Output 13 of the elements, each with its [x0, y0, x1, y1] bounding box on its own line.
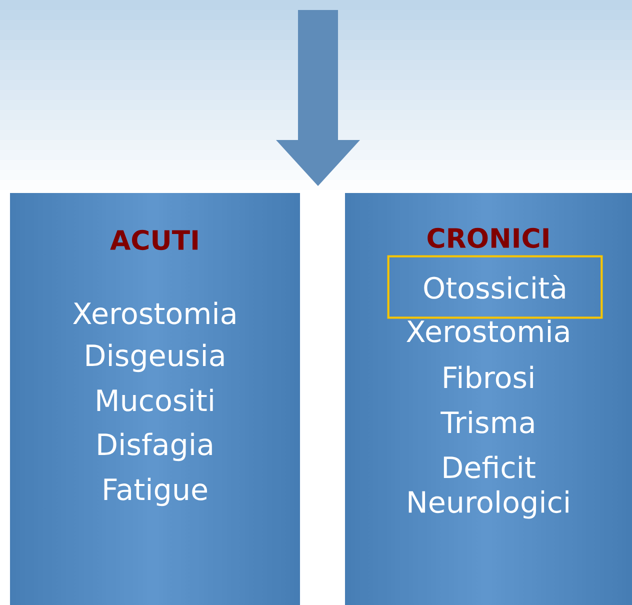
- panel-heading: CRONICI: [428, 228, 548, 248]
- list-item: Mucositi: [97, 388, 213, 412]
- highlight-box: Otossicità: [387, 255, 603, 319]
- list-item: Disgeusia: [86, 344, 224, 372]
- list-panel: [387, 228, 603, 519]
- panel-heading: ACUTI: [110, 230, 198, 250]
- list-item: Disfagia: [98, 432, 212, 462]
- list-item: Trisma: [440, 410, 534, 434]
- list-item: Fatigue: [104, 478, 208, 506]
- list-item: Fibrosi: [444, 366, 533, 388]
- list-item: Deficit Neurologici: [408, 456, 568, 519]
- list-item: Xerostomia: [73, 302, 236, 324]
- list-item: Xerostomia: [406, 320, 569, 342]
